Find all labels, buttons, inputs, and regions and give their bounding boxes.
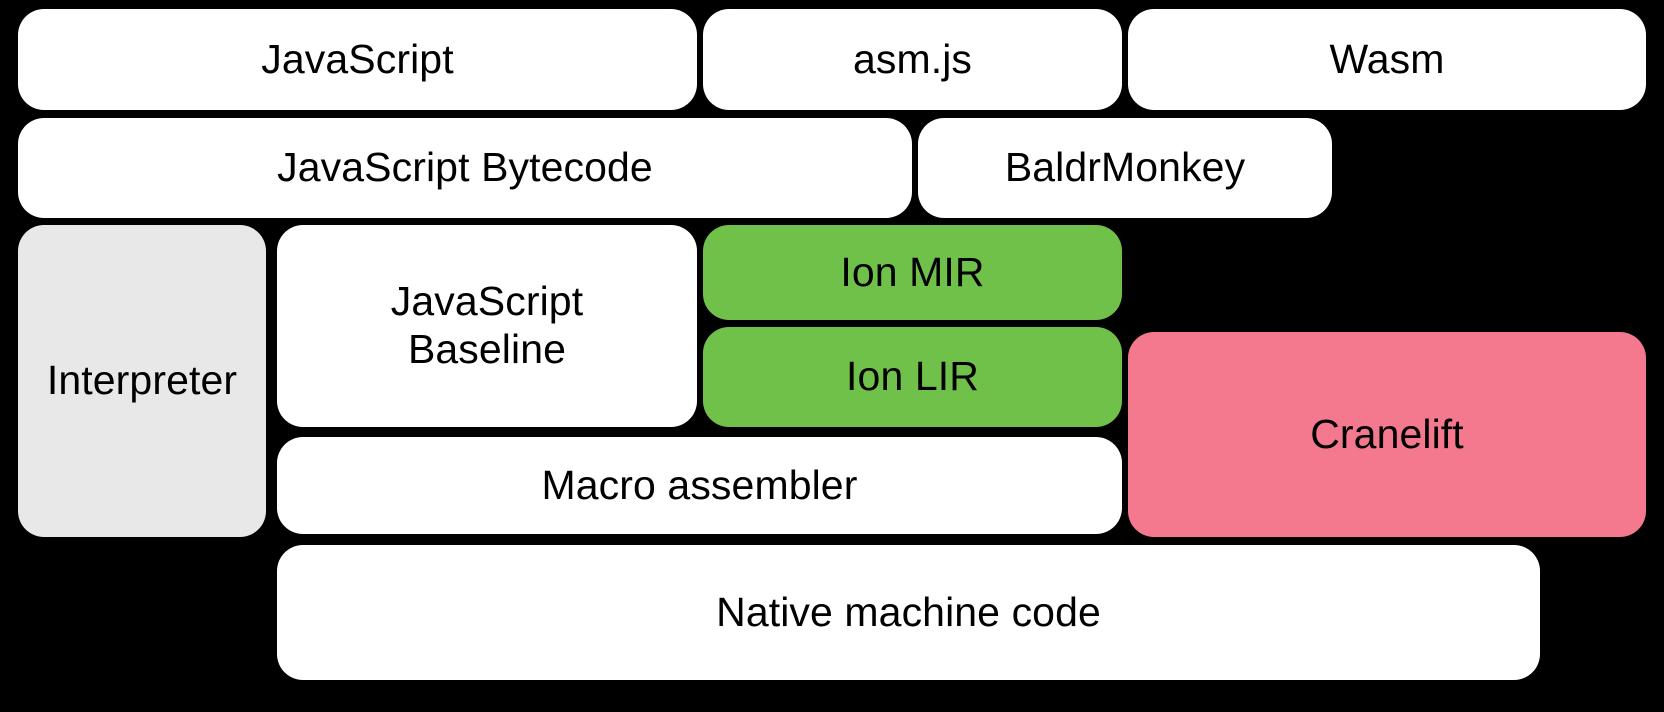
node-macro-assembler[interactable]: Macro assembler (277, 437, 1122, 534)
node-javascript[interactable]: JavaScript (18, 9, 697, 110)
node-cranelift[interactable]: Cranelift (1128, 332, 1646, 537)
node-javascript-baseline[interactable]: JavaScript Baseline (277, 225, 697, 427)
node-javascript-bytecode[interactable]: JavaScript Bytecode (18, 118, 912, 218)
node-ion-mir[interactable]: Ion MIR (703, 225, 1122, 320)
node-wasm[interactable]: Wasm (1128, 9, 1646, 110)
node-baldrmonkey[interactable]: BaldrMonkey (918, 118, 1332, 218)
node-interpreter[interactable]: Interpreter (18, 225, 266, 537)
node-ion-lir[interactable]: Ion LIR (703, 327, 1122, 427)
node-asm-js[interactable]: asm.js (703, 9, 1122, 110)
node-native-machine-code[interactable]: Native machine code (277, 545, 1540, 680)
